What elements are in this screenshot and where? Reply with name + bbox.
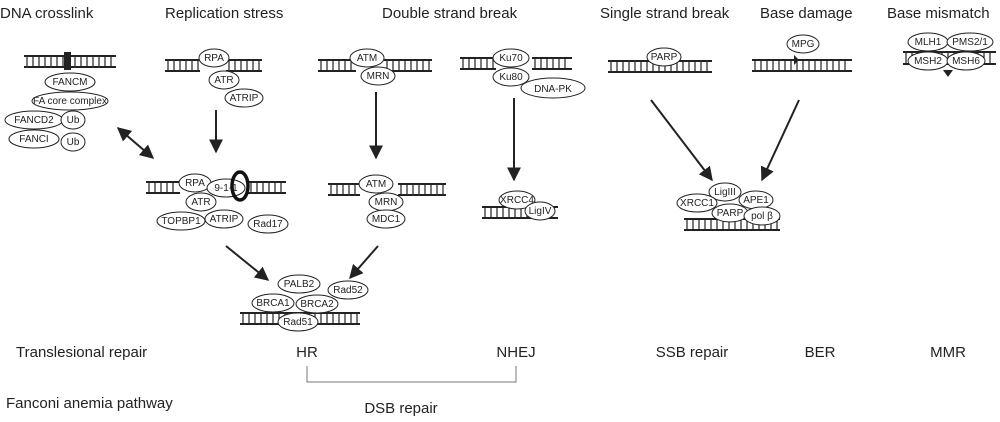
- dna-replication-mid-right: [248, 181, 286, 194]
- dna-nhej-top-left: [460, 57, 496, 70]
- protein-atrip-top: ATRIP: [230, 93, 259, 104]
- damaged-base-icon: [794, 55, 799, 65]
- mismatch-base-icon: [943, 70, 953, 77]
- header-base-mismatch: Base mismatch: [887, 5, 990, 22]
- dna-base-damage: [752, 59, 852, 72]
- dna-nhej-top-right: [532, 57, 572, 70]
- pathway-ber: BER: [805, 344, 836, 361]
- pathway-translesional-repair: Translesional repair: [16, 344, 147, 361]
- header-single-strand-break: Single strand break: [600, 5, 730, 22]
- protein-ku80: Ku80: [499, 72, 523, 83]
- arrow-replication-to-hr: [225, 245, 270, 281]
- protein-rad51: Rad51: [283, 317, 313, 328]
- protein-atm-top: ATM: [357, 53, 377, 64]
- header-dna-crosslink: DNA crosslink: [0, 5, 94, 22]
- protein-msh2: MSH2: [914, 56, 942, 67]
- clamp-ring-icon: [230, 170, 250, 202]
- arrow-crosslink-replication: [116, 127, 155, 159]
- protein-fancm: FANCM: [53, 77, 88, 88]
- protein-atm-mid: ATM: [366, 179, 386, 190]
- protein-ape1: APE1: [743, 195, 769, 206]
- arrow-ssb-down: [650, 99, 713, 182]
- dna-dsb-top-right: [384, 59, 432, 72]
- protein-palb2: PALB2: [284, 279, 315, 290]
- crosslink-bar-icon: [64, 52, 71, 70]
- protein-rad17: Rad17: [253, 219, 283, 230]
- protein-xrcc4: XRCC4: [500, 195, 534, 206]
- protein-atrip-mid: ATRIP: [210, 214, 239, 225]
- protein-pms2: PMS2/1: [952, 37, 988, 48]
- protein-fanci: FANCI: [19, 134, 48, 145]
- pathway-nhej: NHEJ: [496, 344, 535, 361]
- header-replication-stress: Replication stress: [165, 5, 283, 22]
- protein-fa-core-complex: FA core complex: [33, 96, 107, 107]
- pathway-mmr: MMR: [930, 344, 966, 361]
- dna-dsb-top-left: [318, 59, 356, 72]
- dna-replication-top-right: [226, 59, 262, 72]
- protein-rad52: Rad52: [333, 285, 363, 296]
- dna-replication-top-left: [165, 59, 200, 72]
- dna-strands: [24, 51, 996, 325]
- protein-xrcc1: XRCC1: [680, 198, 714, 209]
- header-double-strand-break: Double strand break: [382, 5, 518, 22]
- protein-ligiii: LigIII: [714, 187, 736, 198]
- header-base-damage: Base damage: [760, 5, 853, 22]
- protein-mlh1: MLH1: [915, 37, 942, 48]
- pathway-ssb-repair: SSB repair: [656, 344, 729, 361]
- protein-parp-top: PARP: [651, 52, 678, 63]
- protein-ligiv: LigIV: [529, 206, 552, 217]
- pathway-fanconi-anemia: Fanconi anemia pathway: [6, 395, 173, 412]
- protein-pol-beta: pol β: [751, 211, 773, 222]
- arrow-dsb-to-hr: [349, 245, 379, 280]
- protein-brca2: BRCA2: [300, 299, 334, 310]
- protein-parp-mid: PARP: [717, 208, 744, 219]
- dna-ssb-top: [608, 60, 712, 73]
- dna-replication-mid-left: [146, 181, 180, 194]
- protein-rpa-mid: RPA: [185, 178, 205, 189]
- pathway-hr: HR: [296, 344, 318, 361]
- protein-mpg: MPG: [792, 39, 815, 50]
- protein-ku70: Ku70: [499, 53, 523, 64]
- protein-atr-mid: ATR: [191, 197, 210, 208]
- protein-ub-2: Ub: [67, 137, 80, 148]
- protein-dna-pk: DNA-PK: [534, 84, 572, 95]
- protein-brca1: BRCA1: [256, 298, 290, 309]
- protein-mdc1: MDC1: [372, 214, 401, 225]
- dna-dsb-mid-right: [398, 183, 446, 196]
- dna-crosslink: [24, 55, 116, 68]
- protein-mrn-top: MRN: [367, 71, 390, 82]
- protein-mrn-mid: MRN: [375, 197, 398, 208]
- protein-topbp1: TOPBP1: [161, 216, 201, 227]
- arrow-ber-down: [760, 99, 800, 182]
- pathway-dsb-repair: DSB repair: [364, 400, 437, 417]
- protein-fancd2: FANCD2: [14, 115, 54, 126]
- protein-9-1-1: 9-1-1: [214, 183, 238, 194]
- protein-ub-1: Ub: [67, 115, 80, 126]
- protein-msh6: MSH6: [952, 56, 980, 67]
- dna-dsb-mid-left: [328, 183, 360, 196]
- protein-atr-top: ATR: [214, 75, 233, 86]
- protein-rpa-top: RPA: [204, 53, 224, 64]
- dsb-repair-bracket: [306, 366, 517, 383]
